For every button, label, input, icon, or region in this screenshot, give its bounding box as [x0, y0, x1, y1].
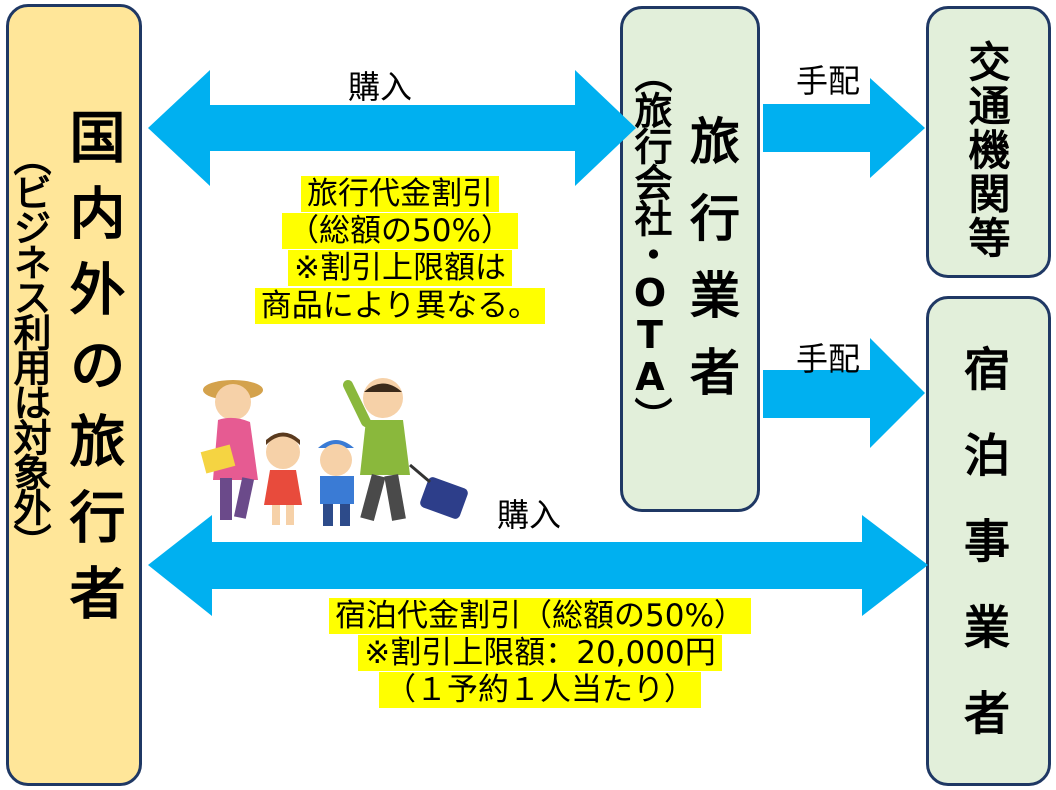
purchase-top-arrow: [148, 70, 636, 186]
arrange-mid-arrow: [763, 338, 925, 448]
travel-discount-line1: 旅行代金割引: [301, 176, 499, 212]
agency-title: 旅行業者: [682, 115, 740, 423]
travel-discount-line3: ※割引上限額は: [288, 250, 512, 287]
purchase-top-label: 購入: [348, 68, 413, 106]
agency-note: （旅行会社・OTA）: [628, 55, 672, 433]
arrange-top-label: 手配: [796, 62, 861, 100]
traveler-box: [6, 4, 142, 786]
arrange-mid-label: 手配: [796, 340, 861, 378]
lodging-box: [926, 296, 1051, 786]
lodging-discount-line3: （１予約１人当たり）: [379, 672, 701, 709]
arrange-top-arrow: [763, 78, 925, 178]
purchase-bottom-arrow: [148, 515, 928, 616]
travel-discount-line4: 商品により異なる。: [254, 287, 546, 324]
agency-box: [620, 6, 760, 512]
travel-discount-line2: （総額の50%）: [282, 213, 518, 250]
traveler-note: （ビジネス利用は対象外）: [7, 138, 51, 558]
traveler-title: 国内外の旅行者: [60, 108, 125, 640]
lodging-discount-text: 宿泊代金割引（総額の50%） ※割引上限額：20,000円 （１予約１人当たり）: [220, 598, 860, 710]
purchase-bottom-label: 購入: [497, 496, 562, 534]
travel-discount-text: 旅行代金割引 （総額の50%） ※割引上限額は 商品により異なる。: [180, 176, 620, 325]
lodging-title: 宿泊事業者: [957, 345, 1011, 775]
transport-title: 交通機関等: [962, 40, 1011, 260]
family-travel-illustration: [200, 378, 468, 526]
lodging-discount-line1: 宿泊代金割引（総額の50%）: [329, 598, 751, 634]
lodging-discount-line2: ※割引上限額：20,000円: [358, 635, 722, 672]
transport-box: [926, 6, 1051, 278]
